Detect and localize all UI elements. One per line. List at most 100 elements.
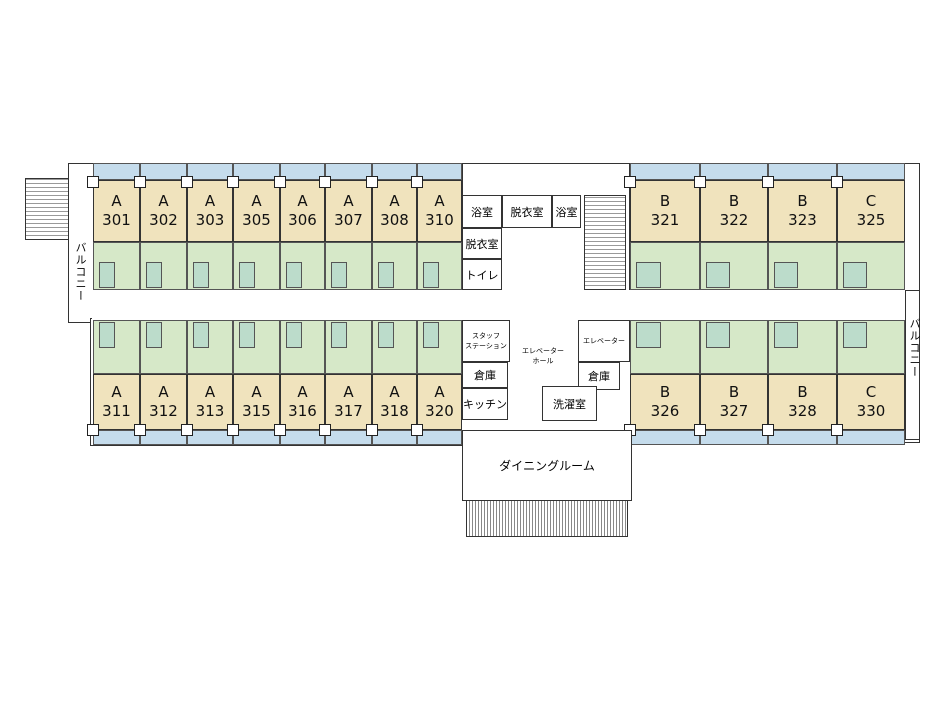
- washroom: [423, 262, 439, 288]
- washroom: [636, 262, 661, 288]
- room-type: B: [728, 192, 740, 210]
- room-number: 306: [288, 211, 317, 229]
- room-type: A: [297, 383, 308, 401]
- room-number: 305: [242, 211, 271, 229]
- terrace-deck: [466, 500, 628, 537]
- balcony-strip: [93, 430, 140, 445]
- washroom: [378, 322, 394, 348]
- room-type: B: [659, 383, 671, 401]
- stairs-west: [25, 178, 69, 240]
- staff-station: スタッフ ステーション: [462, 320, 510, 362]
- balcony-strip: [325, 163, 372, 180]
- room-number: 318: [380, 402, 409, 420]
- washroom: [423, 322, 439, 348]
- room-type: A: [158, 192, 169, 210]
- room-number: 325: [856, 211, 886, 229]
- balcony-strip: [372, 163, 417, 180]
- room-number: 301: [102, 211, 131, 229]
- room-type: A: [111, 192, 122, 210]
- balcony-strip: [630, 430, 700, 445]
- dining-room: ダイニングルーム: [462, 430, 632, 501]
- balcony-strip: [140, 163, 187, 180]
- room-type: B: [797, 192, 808, 210]
- room-type: A: [204, 383, 216, 401]
- washroom: [286, 262, 302, 288]
- elevator: エレベーター: [578, 320, 630, 362]
- room-type: B: [728, 383, 740, 401]
- washroom: [706, 262, 730, 288]
- pillar: [319, 424, 331, 436]
- pillar: [411, 424, 423, 436]
- balcony-east: [905, 290, 920, 440]
- room-number: 311: [102, 402, 131, 420]
- pillar: [274, 424, 286, 436]
- balcony-strip: [417, 163, 462, 180]
- room-number: 327: [719, 402, 749, 420]
- pillar: [227, 176, 239, 188]
- washroom: [99, 262, 116, 288]
- pillar: [411, 176, 423, 188]
- pillar: [624, 176, 636, 188]
- balcony-strip: [93, 163, 140, 180]
- room-type: C: [865, 383, 877, 401]
- room-type: B: [797, 383, 808, 401]
- pillar: [87, 176, 99, 188]
- room-number: 303: [195, 211, 225, 229]
- pillar: [274, 176, 286, 188]
- washroom: [146, 262, 163, 288]
- washroom: [193, 322, 210, 348]
- washroom: [843, 322, 867, 348]
- balcony-strip: [187, 430, 233, 445]
- pillar: [694, 176, 706, 188]
- balcony-strip: [233, 163, 280, 180]
- washroom: [99, 322, 116, 348]
- balcony-strip: [372, 430, 417, 445]
- balcony-strip: [417, 430, 462, 445]
- pillar: [831, 176, 843, 188]
- balcony-strip: [280, 163, 325, 180]
- room-type: A: [389, 383, 400, 401]
- room-type: A: [204, 192, 216, 210]
- room-type: A: [251, 383, 262, 401]
- pillar: [87, 424, 99, 436]
- balcony-strip: [325, 430, 372, 445]
- toilet-room: トイレ: [462, 259, 502, 290]
- room-type: A: [434, 383, 445, 401]
- pillar: [762, 176, 774, 188]
- balcony-strip: [280, 430, 325, 445]
- washroom: [331, 262, 348, 288]
- pillar: [694, 424, 706, 436]
- room-number: 326: [650, 402, 680, 420]
- washroom: [286, 322, 302, 348]
- balcony-west-label: バルコニー: [74, 242, 87, 302]
- corridor: [92, 290, 918, 320]
- pillar: [831, 424, 843, 436]
- room-type: A: [251, 192, 262, 210]
- room-type: B: [659, 192, 671, 210]
- pillar: [134, 176, 146, 188]
- washroom: [378, 262, 394, 288]
- balcony-strip: [700, 430, 768, 445]
- washroom: [193, 262, 210, 288]
- bathroom-2: 浴室: [552, 195, 581, 228]
- room-type: A: [158, 383, 169, 401]
- room-number: 317: [334, 402, 363, 420]
- washroom: [239, 322, 256, 348]
- room-number: 330: [856, 402, 886, 420]
